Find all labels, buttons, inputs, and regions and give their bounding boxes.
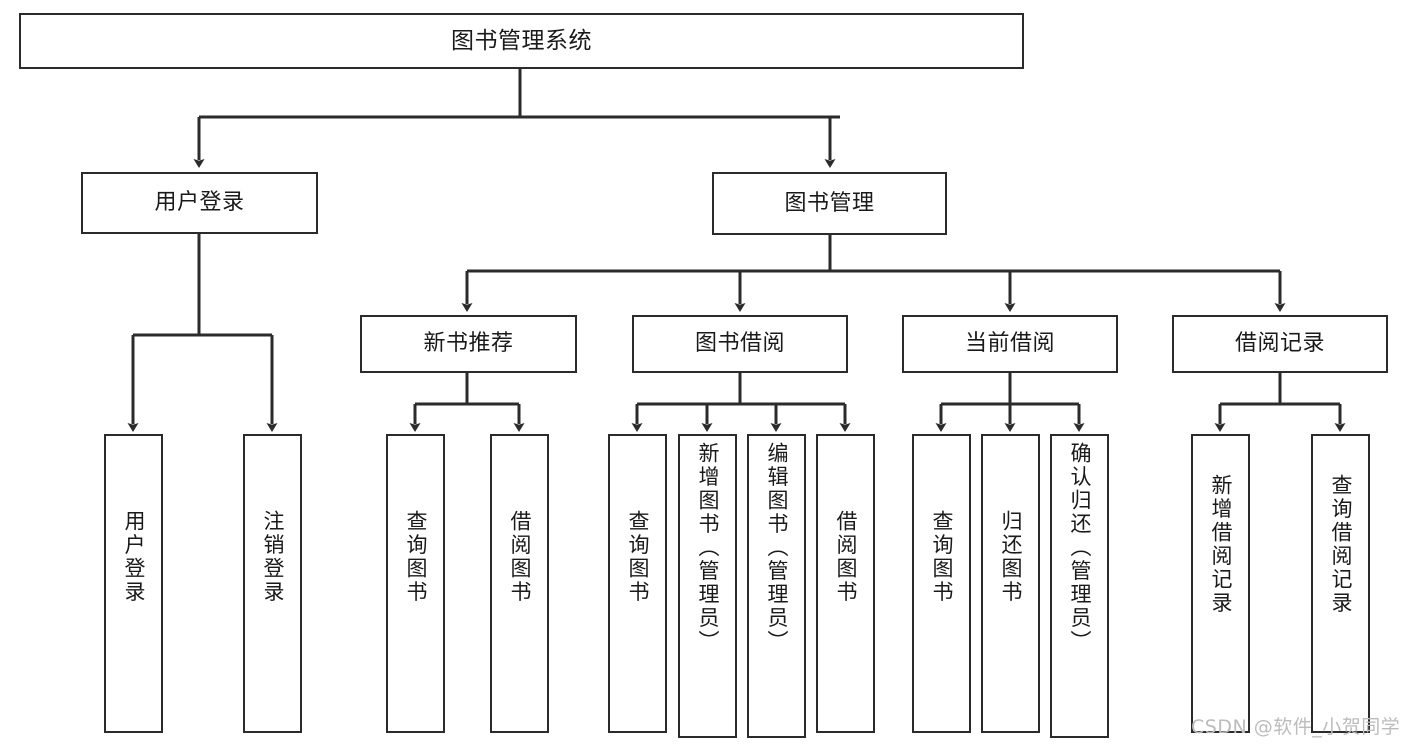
node-current-borrow[interactable]: 当前借阅 bbox=[902, 315, 1118, 373]
node-leaf-query-book-2-label: 查询图书 bbox=[626, 510, 650, 604]
node-borrow-record[interactable]: 借阅记录 bbox=[1172, 315, 1388, 373]
node-leaf-return-book[interactable]: 归还图书 bbox=[981, 434, 1040, 733]
node-leaf-add-book[interactable]: 新增图书（管理员） bbox=[678, 434, 737, 738]
node-root-label: 图书管理系统 bbox=[451, 27, 592, 54]
node-book-manage-label: 图书管理 bbox=[784, 190, 875, 216]
node-leaf-confirm-return[interactable]: 确认归还（管理员） bbox=[1050, 434, 1109, 738]
node-root[interactable]: 图书管理系统 bbox=[19, 13, 1024, 69]
node-user-login[interactable]: 用户登录 bbox=[81, 172, 318, 234]
node-leaf-logout[interactable]: 注销登录 bbox=[243, 434, 302, 733]
node-leaf-query-book-3-label: 查询图书 bbox=[930, 510, 954, 604]
node-leaf-borrow-book-1[interactable]: 借阅图书 bbox=[490, 434, 549, 733]
node-leaf-logout-label: 注销登录 bbox=[261, 510, 285, 604]
node-book-manage[interactable]: 图书管理 bbox=[712, 172, 947, 235]
node-leaf-edit-book[interactable]: 编辑图书（管理员） bbox=[747, 434, 806, 738]
node-leaf-confirm-return-label: 确认归还（管理员） bbox=[1068, 442, 1092, 654]
node-leaf-add-record-label: 新增借阅记录 bbox=[1209, 474, 1233, 615]
node-leaf-borrow-book-2[interactable]: 借阅图书 bbox=[816, 434, 875, 733]
node-leaf-edit-book-label: 编辑图书（管理员） bbox=[765, 442, 789, 654]
node-leaf-user-login[interactable]: 用户登录 bbox=[104, 434, 163, 733]
node-leaf-borrow-book-2-label: 借阅图书 bbox=[834, 510, 858, 604]
node-leaf-borrow-book-1-label: 借阅图书 bbox=[508, 510, 532, 604]
node-borrow-record-label: 借阅记录 bbox=[1234, 331, 1325, 357]
node-new-book-rec[interactable]: 新书推荐 bbox=[360, 315, 577, 373]
node-new-book-rec-label: 新书推荐 bbox=[423, 331, 514, 357]
node-user-login-label: 用户登录 bbox=[154, 190, 245, 216]
node-leaf-query-book-3[interactable]: 查询图书 bbox=[912, 434, 971, 733]
node-leaf-add-record[interactable]: 新增借阅记录 bbox=[1191, 434, 1250, 733]
node-leaf-query-book-1[interactable]: 查询图书 bbox=[386, 434, 445, 733]
node-current-borrow-label: 当前借阅 bbox=[964, 331, 1055, 357]
watermark: CSDN @软件_小贺同学 bbox=[1191, 716, 1401, 738]
node-leaf-user-login-label: 用户登录 bbox=[122, 510, 146, 604]
node-leaf-return-book-label: 归还图书 bbox=[999, 510, 1023, 604]
node-book-borrow-label: 图书借阅 bbox=[694, 331, 785, 357]
node-leaf-query-record[interactable]: 查询借阅记录 bbox=[1311, 434, 1370, 733]
node-leaf-query-book-2[interactable]: 查询图书 bbox=[608, 434, 667, 733]
node-leaf-query-book-1-label: 查询图书 bbox=[404, 510, 428, 604]
node-leaf-add-book-label: 新增图书（管理员） bbox=[696, 442, 720, 654]
node-leaf-query-record-label: 查询借阅记录 bbox=[1329, 474, 1353, 615]
node-book-borrow[interactable]: 图书借阅 bbox=[632, 315, 848, 373]
